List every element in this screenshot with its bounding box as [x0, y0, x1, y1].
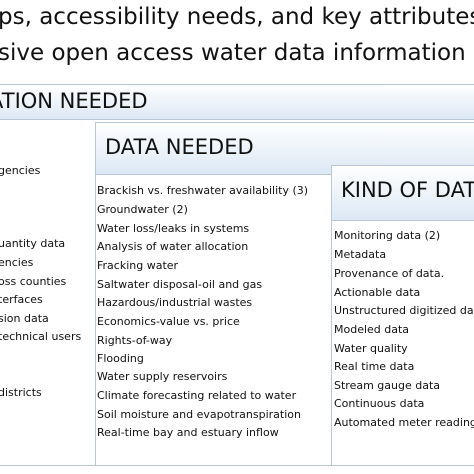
list-item: sion data	[0, 312, 49, 325]
list-item: districts	[0, 386, 42, 399]
kind-of-data-title: KIND OF DAT	[341, 178, 474, 202]
list-item: Continuous data	[334, 397, 425, 410]
list-item: Real time data	[334, 360, 415, 373]
list-item: Water supply reservoirs	[97, 370, 228, 383]
list-item: Saltwater disposal-oil and gas	[97, 278, 263, 291]
list-item: Brackish vs. freshwater availability (3)	[97, 184, 309, 197]
list-item: Soil moisture and evapotranspiration	[97, 408, 301, 421]
data-needed-title: DATA NEEDED	[105, 135, 254, 159]
list-item: Water quality	[334, 342, 408, 355]
list-item: gencies	[0, 164, 41, 177]
list-item: Economics-value vs. price	[97, 315, 240, 328]
list-item: oss counties	[0, 275, 67, 288]
kind-of-data-header: KIND OF DAT	[332, 166, 474, 221]
list-item: Rights-of-way	[97, 334, 173, 347]
title-line-2: sive open access water data information	[0, 40, 466, 66]
list-item: Analysis of water allocation	[97, 240, 249, 253]
list-item: Fracking water	[97, 259, 179, 272]
list-item: Stream gauge data	[334, 379, 441, 392]
list-item: Monitoring data (2)	[334, 229, 441, 242]
list-item: terfaces	[0, 293, 43, 306]
list-item: Actionable data	[334, 286, 421, 299]
list-item: Provenance of data.	[334, 267, 445, 280]
list-item: Automated meter readings	[334, 416, 474, 429]
kind-of-data-panel: KIND OF DAT	[331, 165, 474, 466]
list-item: Real-time bay and estuary inflow	[97, 426, 279, 439]
list-item: Groundwater (2)	[97, 203, 188, 216]
list-item: encies	[0, 256, 34, 269]
information-needed-header: ATION NEEDED	[0, 85, 474, 120]
list-item: Metadata	[334, 248, 387, 261]
information-needed-title: ATION NEEDED	[0, 89, 148, 113]
list-item: Unstructured digitized data	[334, 304, 474, 317]
list-item: technical users	[0, 330, 82, 343]
list-item: Flooding	[97, 352, 144, 365]
list-item: Modeled data	[334, 323, 410, 336]
list-item: Water loss/leaks in systems	[97, 222, 250, 235]
list-item: uantity data	[0, 237, 66, 250]
list-item: Climate forecasting related to water	[97, 389, 297, 402]
title-line-1: ps, accessibility needs, and key attribu…	[0, 4, 474, 30]
list-item: Hazardous/industrial wastes	[97, 296, 253, 309]
